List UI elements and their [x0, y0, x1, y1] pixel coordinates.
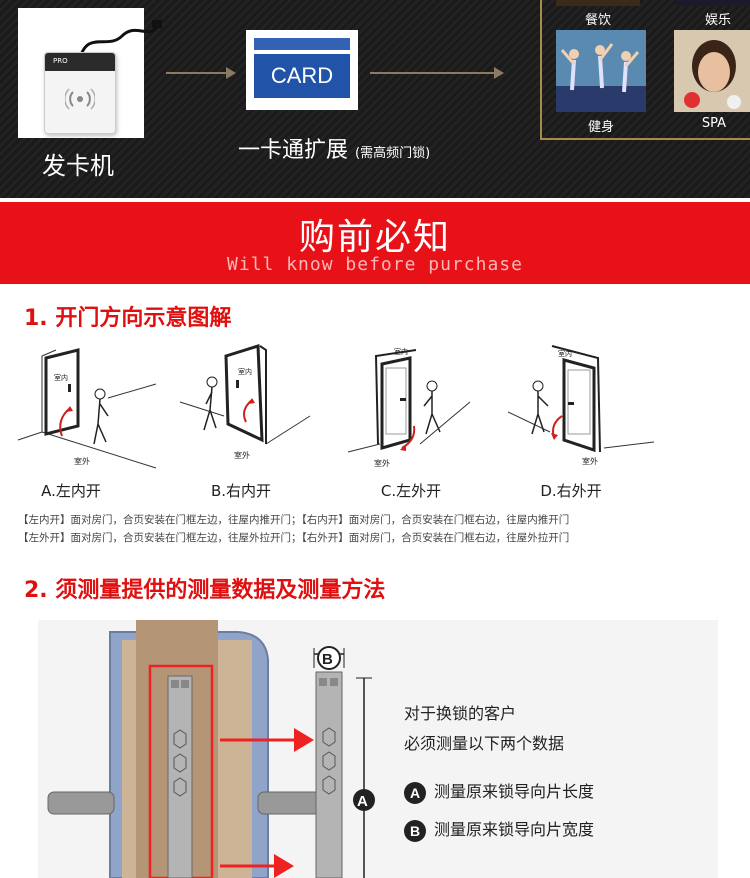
reader-logo: PRO [53, 57, 68, 65]
card-reader-image: PRO [18, 8, 162, 138]
fitness-photo-icon [556, 30, 646, 112]
caption-c: C.左外开 [380, 482, 442, 500]
door-right-outward-diagram: 室内 室外 [508, 345, 655, 466]
card-reader-device: PRO [44, 52, 116, 134]
measure-item-a: A 测量原来锁导向片长度 [404, 778, 594, 804]
thumb-label-entertainment: 娱乐 [704, 13, 731, 28]
arrow-right-icon [226, 67, 236, 79]
thumb-label-fitness: 健身 [587, 120, 614, 135]
marker-a: A [357, 793, 368, 810]
indoor-label: 室内 [394, 347, 408, 356]
card-image: CARD [246, 30, 358, 110]
caption-a: A.左内开 [41, 482, 101, 500]
dining-photo-icon [556, 0, 640, 6]
card-extension-label: 一卡通扩展 (需高频门锁) [238, 132, 430, 164]
measure-item-b-text: 测量原来锁导向片宽度 [434, 820, 595, 839]
door-left-outward-diagram: 室内 室外 [347, 347, 471, 468]
caption-d: D.右外开 [540, 482, 602, 500]
measure-item-b: B 测量原来锁导向片宽度 [404, 816, 594, 842]
circle-a-icon: A [404, 781, 426, 804]
outdoor-label: 室外 [374, 458, 390, 468]
notice-banner: 购前必知 Will know before purchase [0, 198, 750, 284]
indoor-label: 室内 [54, 373, 68, 382]
indoor-label: 室内 [558, 349, 572, 358]
section2-title: 2. 须测量提供的测量数据及测量方法 [24, 578, 386, 603]
product-accessories-band: PRO 发卡机 CARD 一卡通扩展 (需高频门锁) 餐饮 娱乐 [0, 0, 750, 198]
section1-title: 1. 开门方向示意图解 [24, 306, 232, 331]
facility-frame [540, 0, 750, 140]
spa-photo-icon [674, 30, 750, 112]
rfid-waves-icon [65, 88, 95, 110]
door-note-inward: 【左内开】面对房门，合页安装在门框左边，往屋内推开门；【右内开】面对房门，合页安… [18, 514, 570, 526]
card-extension-title: 一卡通扩展 [238, 138, 349, 163]
arrow-right-icon [494, 67, 504, 79]
thumb-label-spa: SPA [701, 116, 727, 131]
banner-subtitle: Will know before purchase [227, 254, 523, 275]
card-stripe [254, 38, 350, 50]
outdoor-label: 室外 [74, 456, 90, 466]
door-right-inward-diagram: 室内 室外 [179, 343, 311, 460]
marker-b: B [322, 651, 333, 668]
card-extension-note: (需高频门锁) [355, 146, 431, 161]
outdoor-label: 室外 [582, 456, 598, 466]
measure-intro-line1: 对于换锁的客户 [404, 704, 517, 723]
card-reader-label: 发卡机 [42, 152, 114, 180]
measure-intro-line2: 必须测量以下两个数据 [404, 734, 565, 753]
arrow-line [370, 72, 494, 74]
lock-measurement-diagram: B A [38, 620, 718, 878]
card-face-text: CARD [254, 54, 350, 98]
usb-cable-icon [78, 20, 162, 59]
circle-b-icon: B [404, 819, 426, 842]
outdoor-label: 室外 [234, 450, 250, 460]
arrow-line [166, 72, 228, 74]
door-note-outward: 【左外开】面对房门，合页安装在门框左边，往屋外拉开门；【右外开】面对房门，合页安… [18, 532, 570, 544]
entertainment-photo-icon [676, 0, 750, 6]
banner-title: 购前必知 [298, 217, 451, 258]
door-left-inward-diagram: 室内 室外 [17, 348, 157, 469]
caption-b: B.右内开 [210, 482, 272, 500]
thumb-label-dining: 餐饮 [584, 13, 611, 28]
measure-item-a-text: 测量原来锁导向片长度 [434, 782, 595, 801]
indoor-label: 室内 [238, 367, 252, 376]
